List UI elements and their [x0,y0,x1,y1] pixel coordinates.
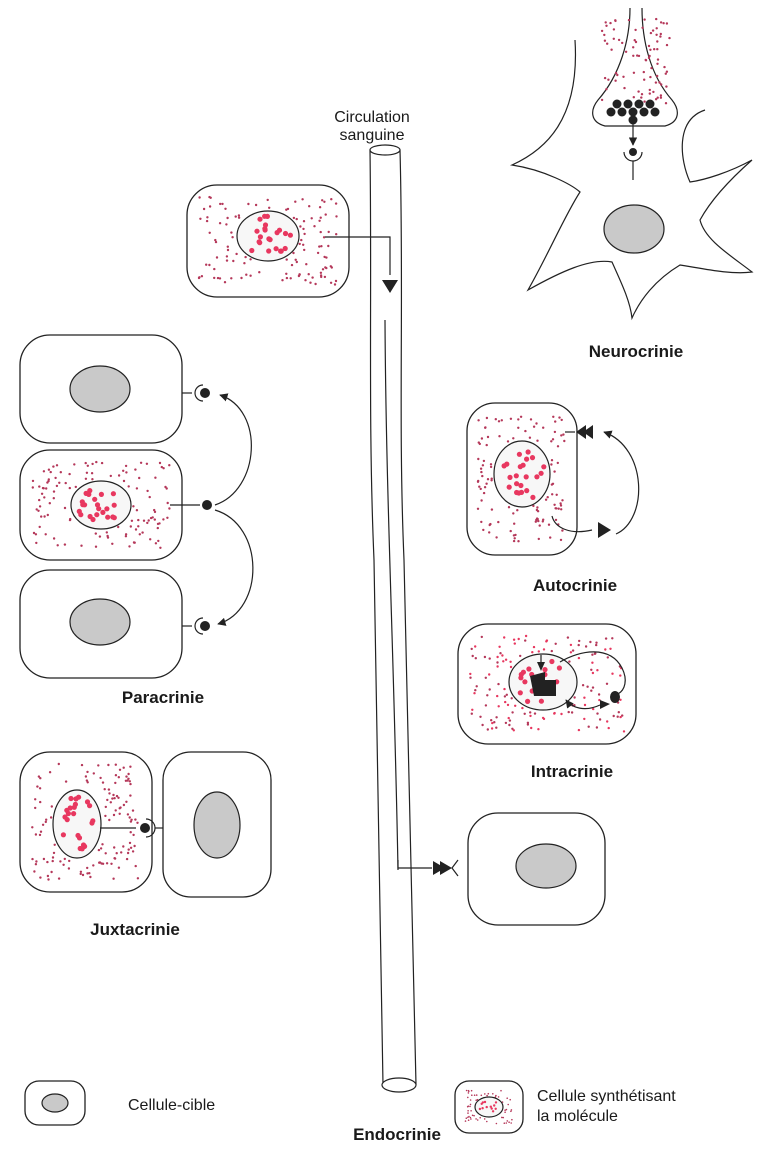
paracrinie-label: Paracrinie [122,688,204,707]
vessel-top-opening [370,145,400,155]
autocrine-molecule [598,522,611,538]
legend-synthesizing-line1: Cellule synthétisant [537,1088,676,1105]
juxtacrine-molecule [140,823,150,833]
paracrine-target-cell-bottom [20,570,182,678]
paracrine-molecule [202,500,212,510]
endocrinie-label: Endocrinie [353,1125,441,1144]
neurocrinie-label: Neurocrinie [589,342,683,361]
juxtacrine-target-cell [163,752,271,897]
paracrine-arrow-down [215,510,253,624]
intracrinie-label: Intracrinie [531,762,613,781]
neuron-synapse [593,8,678,180]
juxtacrinie-label: Juxtacrinie [90,920,180,939]
endocrine-secreting-cell [187,185,349,297]
legend-target-cell [25,1081,85,1125]
paracrine-target-cell-top [20,335,182,443]
legend-target-cell-label: Cellule-cible [128,1097,215,1114]
intracrine-cell [458,624,636,744]
paracrine-secreting-cell [20,450,182,560]
endocrine-delivery-line [398,860,432,868]
endocrine-target-cell [468,813,605,925]
autocrinie-label: Autocrinie [533,576,617,595]
autocrine-arrow [604,432,639,534]
juxtacrine-secreting-cell [20,752,152,892]
circulation-label-line1: Circulation [334,109,410,126]
neurocrine-target-neuron [512,40,752,318]
hormone-triangle [382,280,398,293]
circulation-label-line2: sanguine [340,127,405,144]
intracrine-molecule [610,691,620,703]
autocrine-cell [467,403,577,555]
legend-synthesizing-cell [455,1081,523,1133]
legend-synthesizing-line2: la molécule [537,1108,618,1125]
endocrine-receptor [452,860,458,876]
paracrine-arrow-up [215,395,251,505]
vessel-bottom-opening [382,1078,416,1092]
